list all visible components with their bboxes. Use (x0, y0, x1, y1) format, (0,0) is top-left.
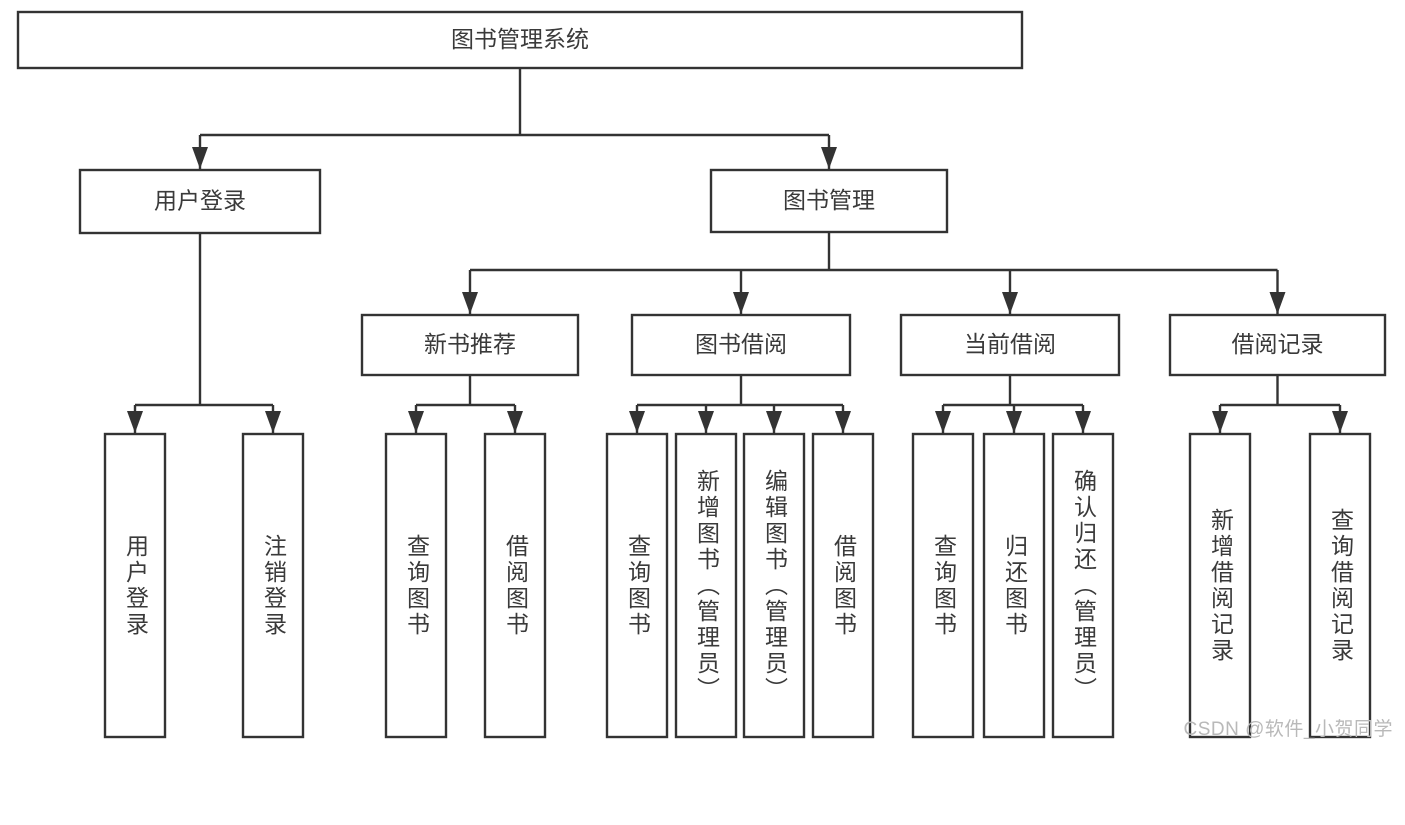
leaf-node-box (103, 432, 167, 739)
watermark-text: CSDN @软件_小贺同学 (1183, 719, 1393, 740)
arrow-head-icon (192, 147, 208, 169)
arrow-head-icon (733, 292, 749, 314)
arrow-head-icon (265, 411, 281, 433)
leaf-node-box (605, 432, 669, 739)
arrow-head-icon (1212, 411, 1228, 433)
level3-node-label: 当前借阅 (964, 331, 1056, 357)
arrow-head-icon (935, 411, 951, 433)
arrow-head-icon (408, 411, 424, 433)
level3-node-box (1168, 313, 1387, 377)
level3-node-label: 新书推荐 (424, 331, 516, 357)
arrow-head-icon (698, 411, 714, 433)
arrow-head-icon (1332, 411, 1348, 433)
level2-node-box (78, 168, 322, 235)
leaf-node-box (1188, 432, 1252, 739)
leaf-node-box (674, 432, 738, 739)
leaf-node-box (241, 432, 305, 739)
arrow-head-icon (1075, 411, 1091, 433)
arrow-head-icon (1002, 292, 1018, 314)
arrow-head-icon (629, 411, 645, 433)
leaf-node-box (911, 432, 975, 739)
arrow-head-icon (835, 411, 851, 433)
arrow-head-icon (462, 292, 478, 314)
level2-node-box (709, 168, 949, 234)
level3-node-label: 借阅记录 (1232, 331, 1324, 357)
leaf-node-box (982, 432, 1046, 739)
leaf-node-box (1308, 432, 1372, 739)
leaf-node-box (811, 432, 875, 739)
leaf-node-box (1051, 432, 1115, 739)
arrow-head-icon (766, 411, 782, 433)
leaf-node-box (384, 432, 448, 739)
level3-node-box (360, 313, 580, 377)
leaf-node-box (742, 432, 806, 739)
leaf-node-box (483, 432, 547, 739)
arrow-head-icon (507, 411, 523, 433)
arrow-head-icon (821, 147, 837, 169)
level2-node-label: 图书管理 (783, 187, 875, 213)
arrow-head-icon (1269, 292, 1286, 314)
node-boxes (16, 10, 1387, 739)
hierarchy-diagram: 图书管理系统用户登录图书管理新书推荐图书借阅当前借阅借阅记录 用户登录注销登录查… (16, 10, 1393, 740)
arrow-head-icon (127, 411, 143, 433)
level3-node-box (899, 313, 1121, 377)
arrow-head-icon (1006, 411, 1022, 433)
level3-node-box (630, 313, 852, 377)
level2-node-label: 用户登录 (154, 188, 246, 214)
connector-lines (127, 68, 1348, 433)
level3-node-label: 图书借阅 (695, 331, 787, 357)
root-node-box (16, 10, 1024, 70)
root-node-label: 图书管理系统 (451, 26, 589, 52)
